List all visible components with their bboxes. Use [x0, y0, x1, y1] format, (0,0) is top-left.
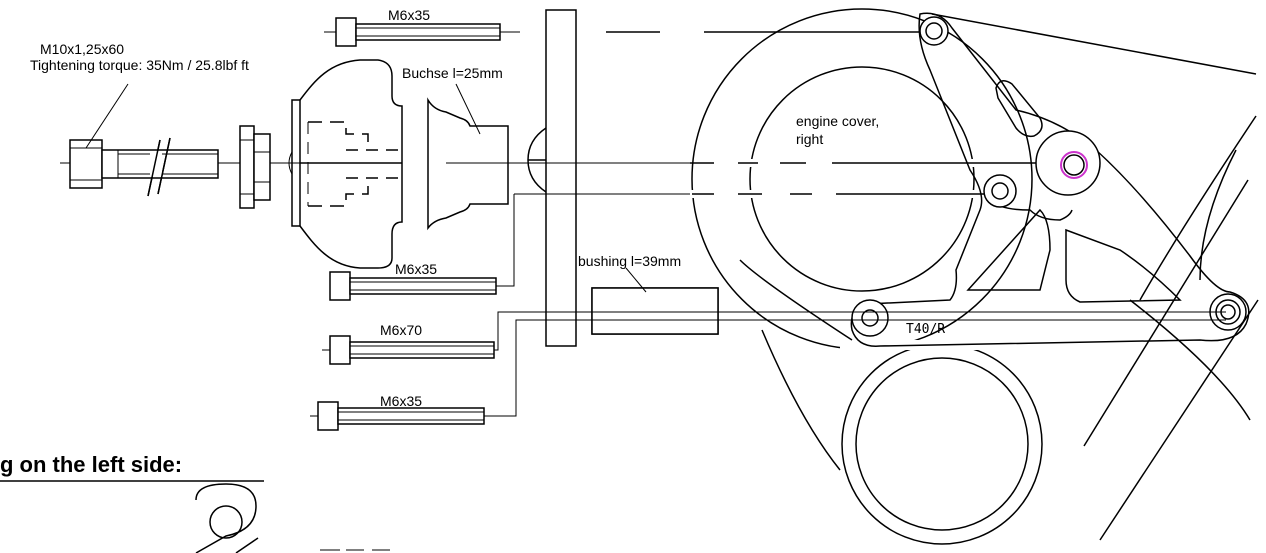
- buchse-25mm: [427, 97, 509, 231]
- pivot-main-highlight: [1060, 151, 1088, 179]
- pivot-left-hole: [861, 309, 879, 327]
- engine-cover-label-1: engine cover,: [796, 113, 879, 129]
- bolt-m6x70-label: M6x70: [380, 322, 422, 338]
- pivot-main: [1035, 130, 1101, 196]
- section-heading: g on the left side:: [0, 452, 182, 477]
- buchse-label: Buchse l=25mm: [402, 65, 503, 81]
- main-bolt-m10: [60, 137, 300, 197]
- pivot-mid: [983, 174, 1017, 208]
- engine-cover-label-2: right: [796, 131, 823, 147]
- bolt-bottom-label: M6x35: [380, 393, 422, 409]
- bushing-label: bushing l=39mm: [578, 253, 681, 269]
- partial-bushing-part: [195, 483, 390, 553]
- part-code-label: T40/R: [906, 322, 945, 337]
- main-bolt-leader: [85, 83, 129, 149]
- bolt-mid-label: M6x35: [395, 261, 437, 277]
- bushing-leader: [625, 267, 647, 293]
- bolt-m6x70: [322, 311, 580, 365]
- bushing-39mm: [580, 287, 1226, 335]
- pivot-main-hole: [1063, 154, 1085, 176]
- dome-housing: [288, 59, 403, 269]
- mounting-plate: [527, 9, 577, 347]
- main-bolt-torque-label: Tightening torque: 35Nm / 25.8lbf ft: [30, 57, 249, 73]
- pivot-mid-hole: [991, 182, 1009, 200]
- pivot-top-hole: [925, 22, 943, 40]
- pivot-top: [919, 16, 949, 46]
- bolt-top-m6x35: [324, 17, 520, 47]
- flange-washer: [239, 125, 271, 209]
- pivot-left: [851, 299, 889, 337]
- buchse-leader: [455, 83, 481, 135]
- bolt-bottom-m6x35: [310, 319, 580, 431]
- bolt-mid-m6x35: [329, 194, 515, 301]
- bolt-top-label: M6x35: [388, 7, 430, 23]
- lower-ring: [840, 340, 1050, 545]
- main-bolt-size-label: M10x1,25x60: [40, 41, 124, 57]
- frame-bracket: [739, 12, 1259, 541]
